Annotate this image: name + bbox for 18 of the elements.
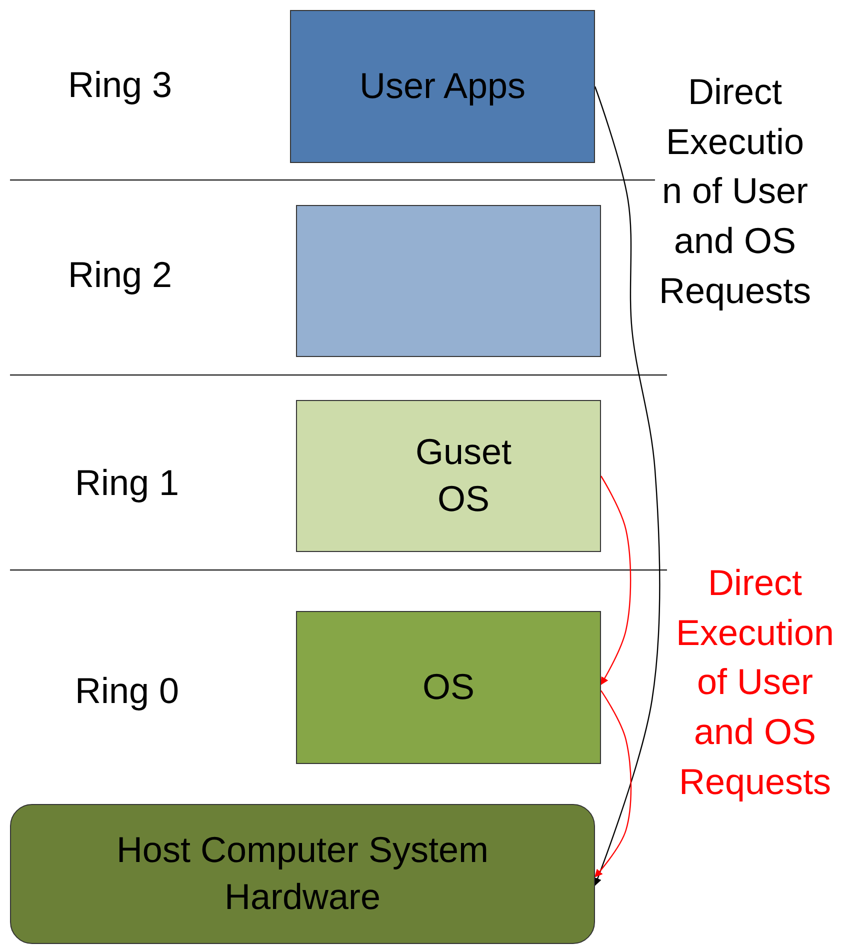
edge-note: Direct Executio n of User and OS Requests <box>658 70 812 313</box>
ring-label: Ring 0 <box>74 669 180 713</box>
process-box <box>290 10 595 163</box>
ring-label: Ring 2 <box>66 253 174 297</box>
hardware-box <box>10 804 595 944</box>
process-box <box>296 611 601 764</box>
box-label: OS <box>422 665 474 710</box>
process-box <box>296 400 601 552</box>
curved-arrow <box>600 476 632 686</box>
ring-label: Ring 3 <box>66 63 174 107</box>
box-label: User Apps <box>359 64 526 108</box>
ring-label: Ring 1 <box>74 461 180 505</box>
box-label: Host Computer System Hardware <box>115 828 490 919</box>
curved-arrow <box>594 690 632 878</box>
curved-arrow <box>594 86 660 886</box>
edge-note: Direct Execution of User and OS Requests <box>674 561 836 804</box>
process-box <box>296 205 601 357</box>
box-label: Guset OS <box>414 430 513 521</box>
